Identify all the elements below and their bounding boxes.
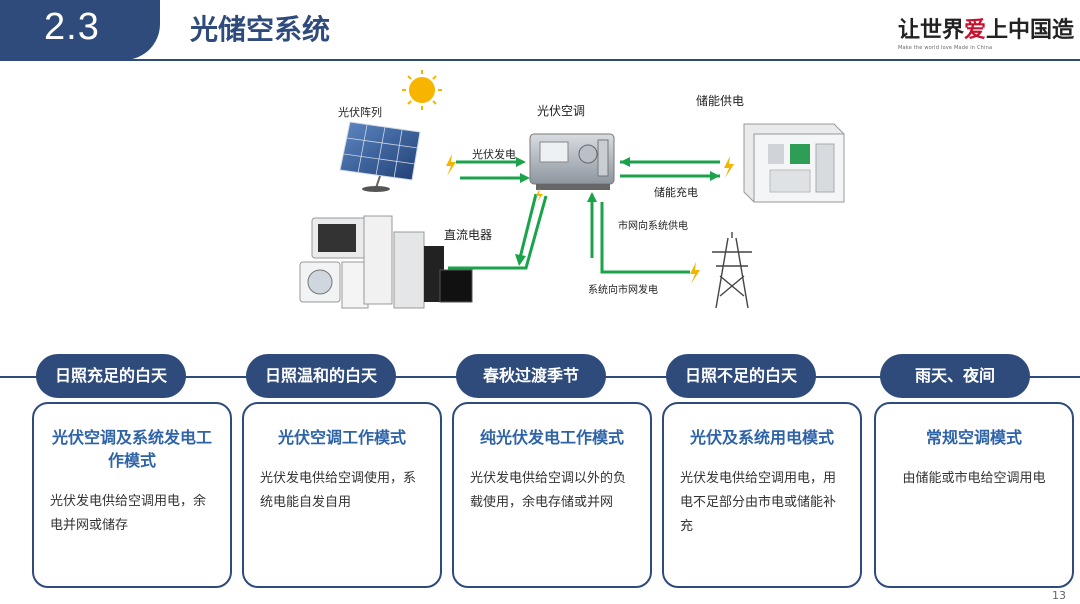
mode-card-5: 常规空调模式 由储能或市电给空调用电 — [874, 402, 1074, 588]
phase-label-1: 日照充足的白天 — [36, 354, 186, 398]
mode-title: 纯光伏发电工作模式 — [479, 428, 624, 447]
header-bar: 2.3 光储空系统 让世界爱上中国造 Make the world love M… — [0, 0, 1080, 62]
phase-label-3: 春秋过渡季节 — [456, 354, 606, 398]
phase-label-4: 日照不足的白天 — [666, 354, 816, 398]
storage-charge-label: 储能充电 — [654, 186, 698, 199]
pv-ac-label: 光伏空调 — [537, 104, 586, 118]
sun-icon — [402, 70, 442, 110]
pv-array-label: 光伏阵列 — [338, 106, 382, 119]
header-divider — [0, 59, 1080, 61]
pv-generation-label: 光伏发电 — [472, 148, 516, 161]
section-tab: 2.3 — [0, 0, 160, 60]
mode-description: 光伏发电供给空调以外的负载使用，余电存储或并网 — [470, 471, 627, 510]
mode-description: 光伏发电供给空调用电，余电并网或储存 — [50, 494, 207, 533]
phase-label-2: 日照温和的白天 — [246, 354, 396, 398]
storage-cabinet-icon — [743, 123, 845, 203]
solar-panel-icon — [339, 121, 421, 192]
mode-card-1: 光伏空调及系统发电工作模式 光伏发电供给空调用电，余电并网或储存 — [32, 402, 232, 588]
appliances-icon — [299, 215, 473, 309]
mode-title: 光伏空调及系统发电工作模式 — [51, 428, 212, 470]
mode-card-4: 光伏及系统用电模式 光伏发电供给空调用电，用电不足部分由市电或储能补充 — [662, 402, 862, 588]
storage-supply-label: 储能供电 — [696, 94, 745, 108]
transmission-tower-icon — [712, 232, 752, 309]
lightning-bolt-icon — [446, 154, 734, 284]
pv-ac-unit-icon — [529, 133, 615, 190]
mode-description: 光伏发电供给空调用电，用电不足部分由市电或储能补充 — [680, 471, 837, 534]
page-title: 光储空系统 — [190, 13, 331, 46]
mode-card-2: 光伏空调工作模式 光伏发电供给空调使用，系统电能自发自用 — [242, 402, 442, 588]
mode-title: 常规空调模式 — [925, 428, 1022, 447]
mode-description: 由储能或市电给空调用电 — [902, 471, 1046, 486]
mode-card-3: 纯光伏发电工作模式 光伏发电供给空调以外的负载使用，余电存储或并网 — [452, 402, 652, 588]
section-number: 2.3 — [44, 6, 100, 48]
brand-logo: 让世界爱上中国造 Make the world love Made in Chi… — [898, 12, 1075, 52]
mode-description: 光伏发电供给空调使用，系统电能自发自用 — [260, 471, 417, 510]
dc-appliance-label: 直流电器 — [444, 228, 493, 242]
mode-title: 光伏及系统用电模式 — [689, 428, 834, 447]
system-to-grid-label: 系统向市网发电 — [588, 285, 658, 296]
flow-arrows — [448, 157, 720, 274]
system-diagram: 光伏阵列 光伏空调 储能供电 光伏发电 储能充电 直流电器 市网向系统供电 系统… — [0, 62, 1080, 352]
logo-text: 让世界爱上中国造 — [898, 17, 1075, 43]
mode-title: 光伏空调工作模式 — [277, 428, 406, 447]
grid-to-system-label: 市网向系统供电 — [618, 221, 688, 232]
logo-subtitle: Make the world love Made in China — [898, 45, 993, 51]
phase-label-5: 雨天、夜间 — [880, 354, 1030, 398]
page-number: 13 — [1052, 589, 1066, 602]
